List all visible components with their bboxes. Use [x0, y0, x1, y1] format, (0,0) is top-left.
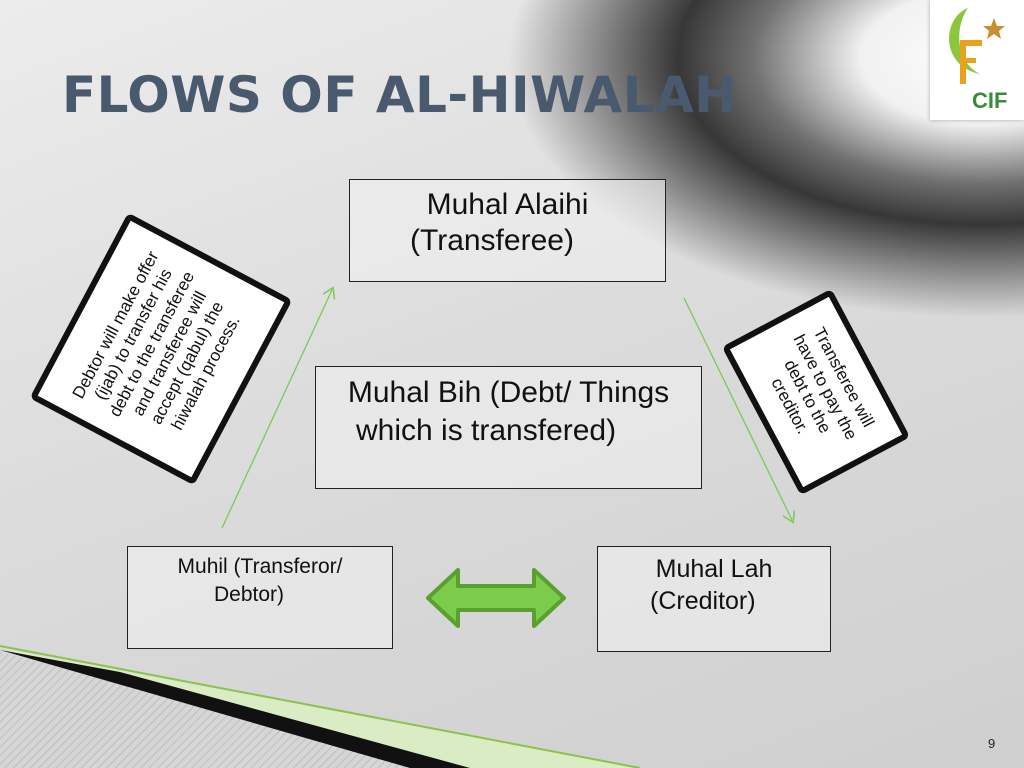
- cif-logo: CIF: [930, 0, 1024, 120]
- node-muhal-lah: Muhal Lah (Creditor): [597, 546, 831, 652]
- page-number: 9: [988, 736, 996, 751]
- node-muhil-line2: Debtor): [214, 583, 285, 606]
- node-muhal-alaihi-line1: Muhal Alaihi: [426, 188, 589, 221]
- node-muhal-bih: Muhal Bih (Debt/ Things which is transfe…: [315, 366, 702, 489]
- arrow-alaihi-to-muhal-lah: [683, 297, 792, 520]
- bottom-green-line: [0, 645, 641, 768]
- node-muhal-alaihi-line2: (Transferee): [410, 224, 574, 257]
- node-muhal-lah-line1: Muhal Lah: [655, 555, 773, 583]
- node-muhil-line1: Muhil (Transferor/: [177, 555, 343, 578]
- logo-text: CIF: [972, 88, 1008, 113]
- note-left-text: Debtor will make offer (ijab) to transfe…: [68, 247, 244, 433]
- node-muhal-lah-line2: (Creditor): [650, 587, 756, 615]
- bottom-black-band: [0, 650, 470, 768]
- crescent-star-icon: [949, 8, 1005, 84]
- slide-title: FLOWS OF AL-HIWALAH: [62, 66, 737, 124]
- arrow-muhil-to-alaihi: [221, 290, 332, 529]
- node-muhal-bih-line1: Muhal Bih (Debt/ Things: [347, 376, 670, 409]
- node-muhil: Muhil (Transferor/ Debtor): [127, 546, 393, 649]
- node-muhal-alaihi: Muhal Alaihi (Transferee): [349, 179, 666, 282]
- node-muhal-bih-line2: which is transfered): [356, 414, 617, 447]
- double-arrow-icon: [426, 568, 566, 628]
